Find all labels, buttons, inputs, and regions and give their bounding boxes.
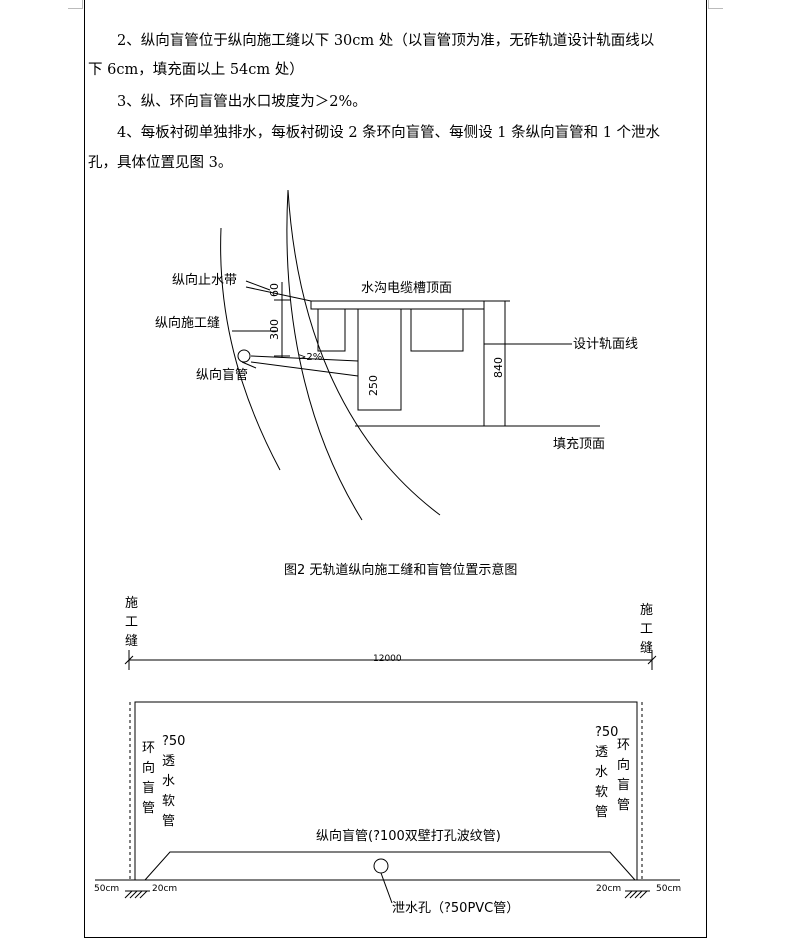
- longitudinal-pipe-circle: [237, 349, 251, 363]
- slope-label: >2%: [298, 352, 322, 363]
- paragraph-4-line-2: 孔，具体位置见图 3。: [88, 155, 233, 171]
- slope-line-lower: [250, 361, 359, 377]
- label-fill-top: 填充顶面: [553, 436, 605, 452]
- lining-arc-outer: [287, 189, 441, 516]
- dim-840: 840: [492, 357, 505, 378]
- longitudinal-pipe-path: [144, 851, 636, 881]
- hatch-right: [624, 890, 650, 899]
- label-construction-joint: 纵向施工缝: [155, 315, 220, 331]
- left-pipe-spec-1: ?50: [162, 734, 185, 749]
- right-pipe-spec-1: ?50: [595, 725, 618, 740]
- label-rail-line: 设计轨面线: [573, 337, 638, 352]
- dim-20cm-left: 20cm: [152, 884, 177, 894]
- right-pipe-spec-4: 软: [595, 785, 608, 800]
- dim-60: 60: [268, 283, 281, 297]
- label-longitudinal-pipe: 纵向盲管: [196, 367, 248, 383]
- slope-line-upper: [250, 355, 359, 362]
- left-pipe-spec-2: 透: [162, 754, 175, 769]
- label-ditch-top: 水沟电缆槽顶面: [361, 280, 452, 296]
- dim-300: 300: [268, 319, 281, 340]
- lining-panel-outline: [134, 701, 638, 880]
- joint-left-char-3: 缝: [125, 634, 138, 649]
- waterstop-line: [245, 286, 312, 302]
- paragraph-2-line-1: 2、纵向盲管位于纵向施工缝以下 30cm 处（以盲管顶为准，无砟轨道设计轨面线以: [88, 33, 655, 49]
- left-pipe-spec-4: 软: [162, 794, 175, 809]
- dim-50cm-left: 50cm: [94, 884, 119, 894]
- joint-left-char-1: 施: [125, 596, 138, 611]
- dim-250: 250: [367, 375, 380, 396]
- document-page: [84, 0, 707, 938]
- figure-2-caption: 图2 无轨道纵向施工缝和盲管位置示意图: [284, 562, 517, 578]
- right-pipe-name-3: 盲: [617, 777, 630, 793]
- left-pipe-name-1: 环: [142, 741, 155, 756]
- leader-waterstop: [245, 280, 271, 291]
- paragraph-3: 3、纵、环向盲管出水口坡度为＞2%。: [88, 94, 367, 110]
- joint-right-char-2: 工: [640, 622, 653, 637]
- joint-right-char-1: 施: [640, 603, 653, 618]
- drain-hole-leader: [380, 872, 393, 904]
- left-pipe-spec-3: 水: [162, 774, 175, 789]
- right-pipe-spec-3: 水: [595, 765, 608, 780]
- left-pipe-name-4: 管: [142, 801, 155, 816]
- label-waterstop: 纵向止水带: [172, 272, 237, 288]
- longitudinal-pipe-label: 纵向盲管(?100双壁打孔波纹管): [316, 828, 501, 844]
- ditch-cavity-right: [410, 308, 464, 352]
- right-pipe-name-4: 管: [617, 798, 630, 813]
- left-pipe-name-2: 向: [142, 760, 155, 776]
- page-corner-mark-right: [708, 0, 723, 9]
- right-pipe-name-2: 向: [617, 757, 630, 773]
- left-pipe-spec-5: 管: [162, 814, 175, 829]
- joint-right-char-3: 缝: [640, 641, 653, 656]
- right-pipe-spec-5: 管: [595, 805, 608, 820]
- page-corner-mark-left: [68, 0, 83, 9]
- leader-pipe: [241, 361, 257, 369]
- joint-left-char-2: 工: [125, 615, 138, 630]
- right-pipe-name-1: 环: [617, 738, 630, 753]
- hatch-left: [124, 890, 150, 899]
- ditch-cavity-left: [317, 308, 346, 352]
- paragraph-4-line-1: 4、每板衬砌单独排水，每板衬砌设 2 条环向盲管、每侧设 1 条纵向盲管和 1 …: [88, 125, 661, 141]
- drain-hole-circle: [373, 858, 389, 874]
- lining-arc-inner: [220, 227, 281, 471]
- dim-50cm-right: 50cm: [656, 884, 681, 894]
- length-dim-slash-right: [647, 655, 657, 665]
- drain-hole-label: 泄水孔（?50PVC管）: [392, 901, 519, 916]
- drain-channel: [357, 309, 402, 411]
- dim-20cm-right: 20cm: [596, 884, 621, 894]
- length-dim-slash-left: [124, 655, 134, 665]
- length-dim-label: 12000: [373, 654, 402, 664]
- left-pipe-name-3: 盲: [142, 780, 155, 796]
- right-pipe-spec-2: 透: [595, 745, 608, 760]
- paragraph-2-line-2: 下 6cm，填充面以上 54cm 处）: [88, 62, 304, 78]
- ditch-top-slab: [310, 300, 485, 310]
